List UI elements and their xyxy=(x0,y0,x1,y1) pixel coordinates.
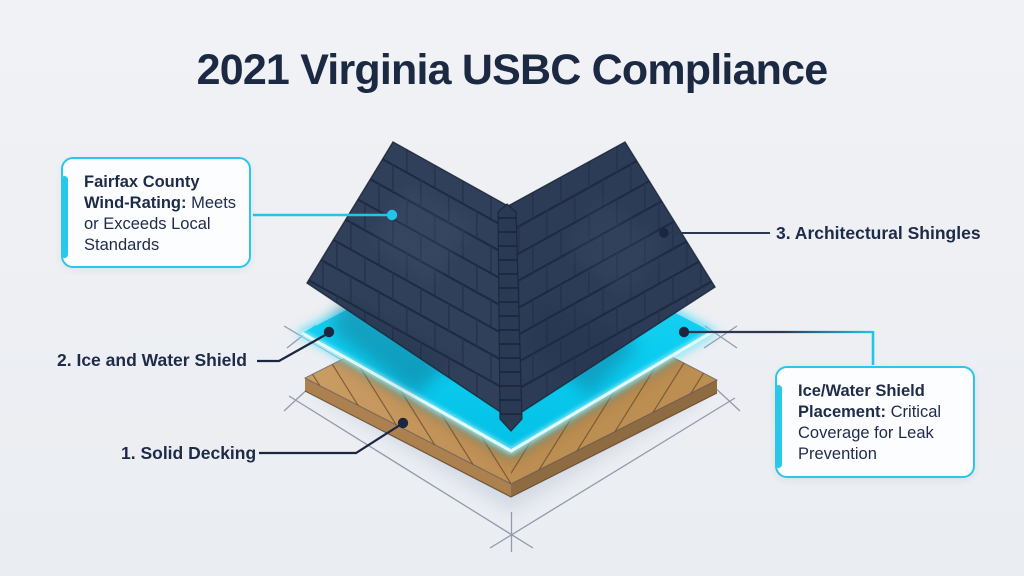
callout-dot-decking xyxy=(397,417,409,429)
callout-wind-rating: Fairfax County Wind-Rating: Meets or Exc… xyxy=(61,157,251,268)
leader-line-ice-left xyxy=(257,333,328,363)
callout-accent-bar xyxy=(775,385,782,468)
architectural-shingles-roof xyxy=(306,141,716,432)
roof-right-slope xyxy=(507,141,716,421)
page-title: 2021 Virginia USBC Compliance xyxy=(196,46,829,94)
callout-wind-rating-heading: Fairfax County Wind-Rating: xyxy=(84,173,200,212)
roof-ridge-cap xyxy=(497,203,523,432)
label-ice-and-water-shield: 2. Ice and Water Shield xyxy=(57,350,247,370)
callout-placement-heading: Ice/Water Shield Placement: xyxy=(798,382,925,421)
label-architectural-shingles: 3. Architectural Shingles xyxy=(776,223,981,243)
leader-line-decking xyxy=(259,424,401,455)
roof-left-slope xyxy=(306,141,512,421)
callout-dot-ice-left xyxy=(323,326,335,338)
callout-dot-placement xyxy=(678,326,690,338)
callout-placement-body: Critical Coverage for Leak Prevention xyxy=(798,403,942,463)
callout-wind-rating-body: Meets or Exceeds Local Standards xyxy=(84,194,237,254)
callout-dot-wind-rating xyxy=(386,209,398,221)
callout-accent-bar xyxy=(61,176,68,258)
callout-placement: Ice/Water Shield Placement: Critical Cov… xyxy=(775,366,975,478)
callout-dot-shingles xyxy=(659,228,669,238)
label-solid-decking: 1. Solid Decking xyxy=(121,443,257,463)
dimension-lines xyxy=(283,324,741,552)
callout-leaders xyxy=(253,209,875,455)
